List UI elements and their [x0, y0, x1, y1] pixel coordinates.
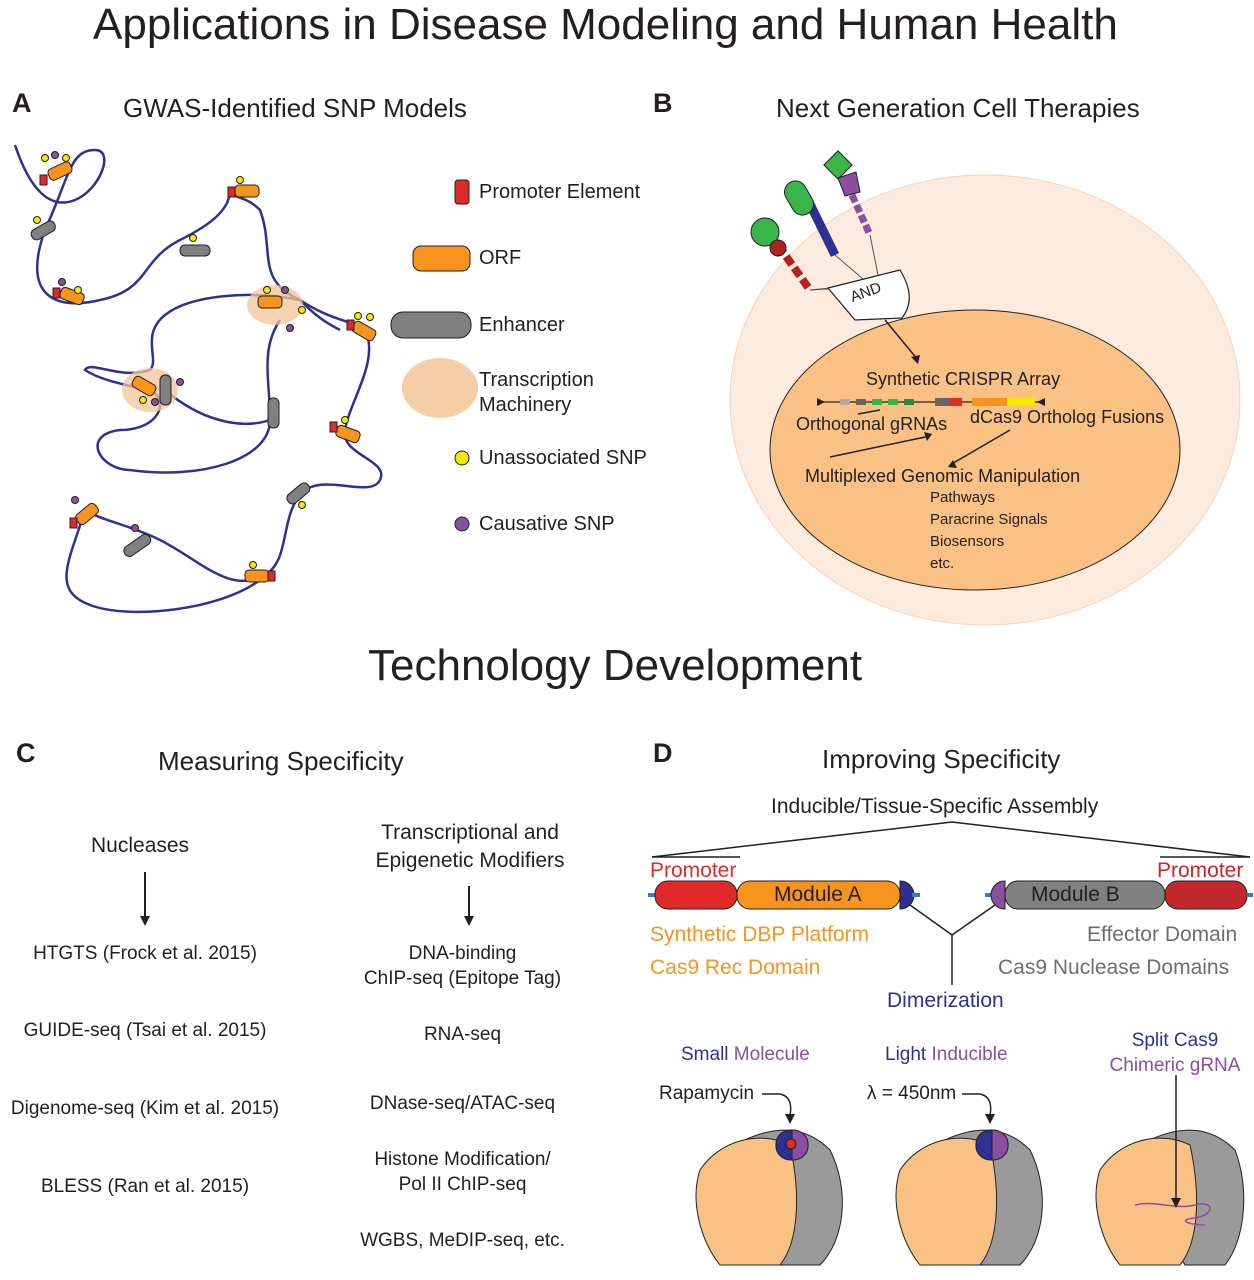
orthogonal-grnas-label: Orthogonal gRNAs: [796, 414, 948, 434]
section-title-technology: Technology Development: [368, 641, 863, 690]
and-gate-icon: [826, 269, 910, 321]
inducer-arrows: [762, 1075, 1177, 1200]
enhancer-elements: [30, 220, 311, 558]
modifier-method: DNA-binding: [408, 943, 517, 964]
main-title-applications: Applications in Disease Modeling and Hum…: [93, 0, 1118, 49]
synthetic-dbp-label: Synthetic DBP Platform: [650, 923, 870, 946]
modifiers-heading-line1: Transcriptional and: [381, 821, 559, 844]
split-cas9-label: Split Cas9: [1131, 1030, 1219, 1051]
modifier-method: DNase-seq/ATAC-seq: [369, 1093, 556, 1114]
chromatin-strand: [13, 144, 383, 614]
outcome-item: Paracrine Signals: [930, 511, 1048, 528]
small-molecule-label: Small Molecule: [681, 1044, 810, 1066]
crispr-array-pointers: [829, 409, 1011, 466]
modifier-method: RNA-seq: [423, 1024, 502, 1045]
panel-letter-b: B: [653, 88, 673, 118]
crispr-array-label: Synthetic CRISPR Array: [866, 369, 1061, 389]
legend-orf-icon: [412, 245, 471, 272]
legend-label-unassociated-snp: Unassociated SNP: [479, 447, 647, 469]
effector-domain-label: Effector Domain: [1087, 923, 1238, 946]
arrowhead-icon: [140, 916, 150, 926]
legend-promoter-icon: [454, 179, 470, 205]
nuclease-method: BLESS (Ran et al. 2015): [40, 1176, 250, 1197]
chimeric-grna-label: Chimeric gRNA: [1109, 1055, 1241, 1076]
nuclease-method: Digenome-seq (Kim et al. 2015): [10, 1098, 280, 1119]
module-b-label: Module B: [1031, 883, 1120, 906]
cell-small-molecule: [695, 1129, 843, 1266]
module-a-label: Module A: [774, 883, 862, 906]
light-inducible-label: Light Inducible: [885, 1044, 1008, 1066]
receptors: [750, 150, 874, 293]
assembly-label: Inducible/Tissue-Specific Assembly: [771, 795, 1099, 818]
modifier-method: ChIP-seq (Epitope Tag): [363, 968, 562, 989]
outcome-item: Pathways: [930, 489, 996, 506]
arrowhead-icon: [785, 1114, 795, 1124]
promoter-elements: [39, 174, 355, 582]
legend-unassociated-snp-icon: [454, 450, 470, 466]
dcas9-fusions-label: dCas9 Ortholog Fusions: [970, 407, 1165, 427]
module-a-construct: [648, 880, 920, 910]
rapamycin-label: Rapamycin: [659, 1083, 755, 1104]
panel-letter-d: D: [653, 738, 673, 768]
dimerization-label: Dimerization: [887, 989, 1004, 1012]
legend-label-promoter: Promoter Element: [479, 181, 641, 203]
chromatin-strand-outer: [164, 299, 341, 425]
legend-label-transcription: Transcription: [479, 369, 594, 391]
panel-letter-c: C: [16, 738, 36, 768]
panel-d-title: Improving Specificity: [822, 744, 1061, 774]
cas9-rec-label: Cas9 Rec Domain: [650, 956, 821, 979]
nucleases-heading: Nucleases: [91, 834, 190, 857]
arrowhead-icon: [1171, 1198, 1181, 1208]
arrowhead-icon: [464, 916, 474, 926]
promoter-left-label: Promoter: [650, 859, 737, 882]
arrowhead-icon: [924, 432, 932, 441]
cell-light-inducible: [895, 1129, 1043, 1266]
arrowhead-icon: [948, 460, 957, 468]
outcome-item: etc.: [930, 555, 955, 572]
module-b-construct: [985, 880, 1253, 910]
legend-enhancer-icon: [390, 311, 472, 339]
modifier-method: Histone Modification/: [374, 1149, 551, 1170]
cell-split-cas9: [1095, 1129, 1245, 1266]
multiplexed-label: Multiplexed Genomic Manipulation: [805, 466, 1081, 486]
panel-c-title: Measuring Specificity: [158, 746, 404, 776]
causative-snps: [51, 151, 294, 532]
arrowhead-icon: [985, 1114, 995, 1124]
nuclease-method: HTGTS (Frock et al. 2015): [33, 943, 257, 964]
legend-causative-snp-icon: [454, 516, 470, 532]
small-molecule-part2: Molecule: [728, 1044, 810, 1065]
panel-a-title: GWAS-Identified SNP Models: [123, 93, 467, 123]
legend-label-orf: ORF: [479, 247, 522, 269]
light-inducible-part1: Light: [885, 1044, 927, 1065]
nuclease-method: GUIDE-seq (Tsai et al. 2015): [23, 1020, 267, 1041]
legend-label-machinery: Machinery: [479, 394, 572, 416]
modifiers-heading-line2: Epigenetic Modifiers: [375, 849, 565, 872]
legend-label-enhancer: Enhancer: [479, 314, 565, 336]
wavelength-label: λ = 450nm: [867, 1083, 957, 1104]
panel-b-title: Next Generation Cell Therapies: [776, 93, 1140, 123]
arrowhead-icon: [911, 355, 920, 364]
outcome-item: Biosensors: [930, 533, 1005, 550]
orf-elements: [47, 161, 377, 583]
panel-letter-a: A: [12, 88, 32, 118]
modifier-method: Pol II ChIP-seq: [398, 1174, 527, 1195]
and-gate-arrow: [884, 319, 919, 361]
modifier-method: WGBS, MeDIP-seq, etc.: [360, 1230, 565, 1251]
unassociated-snps: [33, 154, 374, 569]
crispr-array: [817, 398, 1045, 406]
small-molecule-part1: Small: [681, 1044, 729, 1065]
legend-transcription-machinery-icon: [402, 358, 478, 418]
promoter-right-label: Promoter: [1157, 859, 1244, 882]
legend-label-causative-snp: Causative SNP: [479, 513, 615, 535]
nuclease-domains-label: Cas9 Nuclease Domains: [998, 956, 1230, 979]
assembly-lines: [651, 821, 1251, 985]
light-inducible-part2: Inducible: [926, 1044, 1008, 1065]
